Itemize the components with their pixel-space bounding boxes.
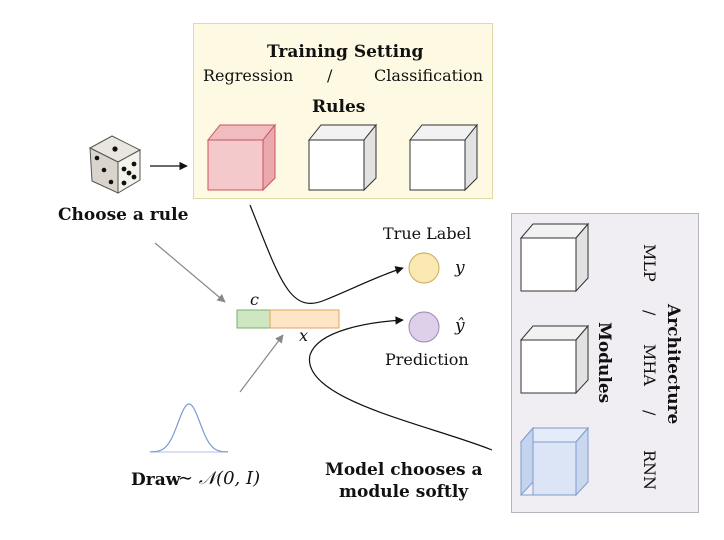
x-label: x — [299, 326, 309, 345]
modules-title: Modules — [594, 322, 614, 404]
arrow-rule-to-c — [154, 242, 226, 303]
prediction-text: Prediction — [385, 350, 469, 369]
rule-cube-selected — [206, 123, 277, 192]
gaussian-curve — [149, 403, 229, 453]
mha-label: MHA — [640, 344, 659, 386]
regression-label: Regression — [203, 66, 294, 85]
module-separator-1: / — [640, 310, 659, 316]
module-cube-mlp — [519, 222, 590, 293]
arrow-model-to-prediction — [309, 316, 493, 451]
mlp-label: MLP — [640, 244, 659, 282]
rule-cube-3 — [408, 123, 479, 192]
c-label: c — [250, 290, 259, 309]
dice-icon — [88, 135, 142, 194]
model-chooses-line2: module softly — [339, 482, 469, 502]
module-cube-mha — [519, 324, 590, 395]
draw-label: Draw — [131, 470, 181, 490]
rules-label: Rules — [312, 97, 366, 117]
setting-separator: / — [327, 66, 333, 85]
choose-rule-label: Choose a rule — [58, 205, 189, 225]
c-segment — [236, 309, 271, 329]
arrow-noise-to-x — [239, 334, 284, 393]
draw-distribution: ∼ 𝒩(0, I) — [178, 468, 261, 489]
y-label: y — [455, 258, 465, 278]
true-label-circle — [408, 252, 440, 284]
prediction-circle — [408, 311, 440, 343]
architecture-title: Architecture — [663, 304, 683, 425]
y-hat-label: ŷ — [455, 316, 465, 336]
training-setting-title: Training Setting — [267, 42, 424, 62]
arrow-rule-to-true-label — [249, 204, 404, 305]
true-label-text: True Label — [383, 224, 472, 243]
classification-label: Classification — [374, 66, 484, 85]
module-cube-rnn — [519, 426, 590, 497]
module-separator-2: / — [640, 410, 659, 416]
x-segment — [269, 309, 340, 329]
rnn-label: RNN — [640, 450, 659, 491]
model-chooses-line1: Model chooses a — [325, 460, 483, 480]
rule-cube-2 — [307, 123, 378, 192]
